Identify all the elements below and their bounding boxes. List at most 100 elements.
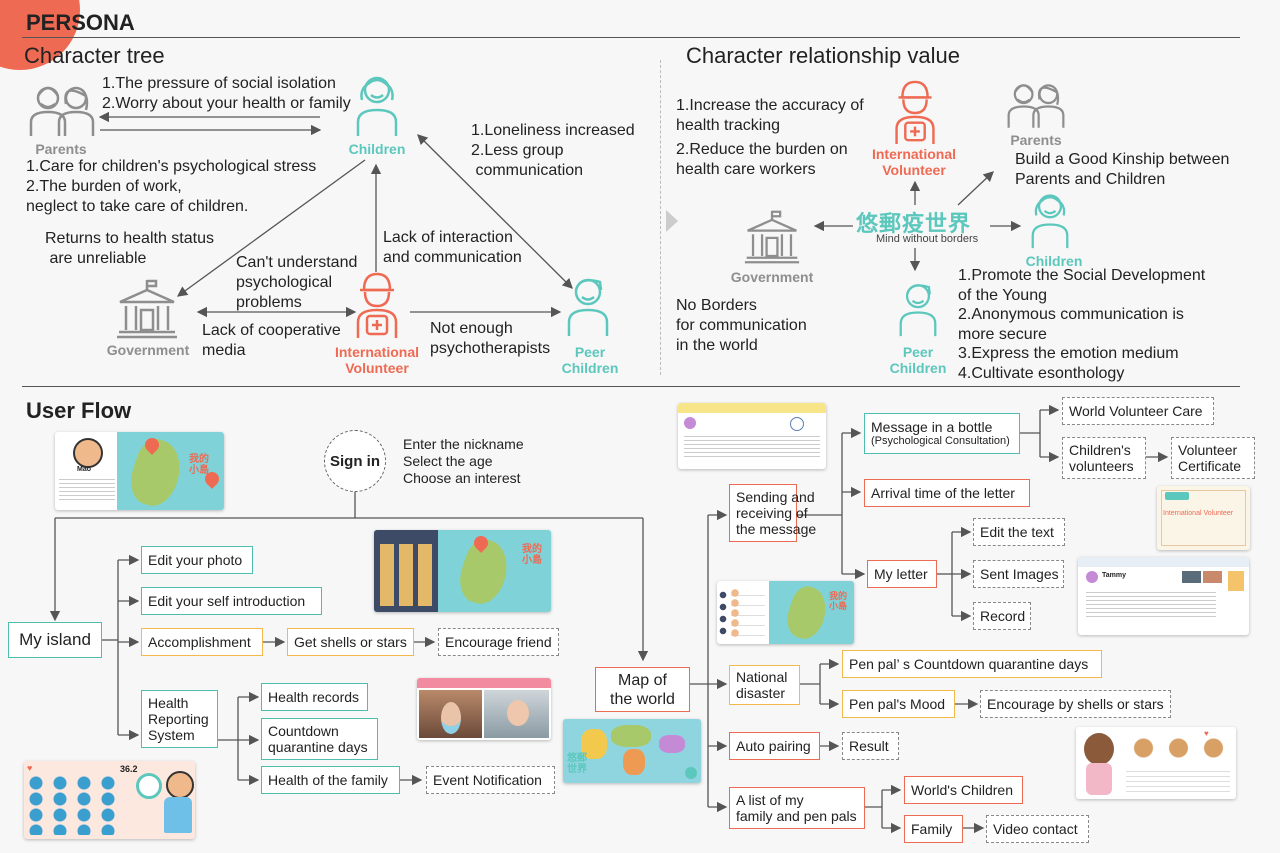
bottle-label: Message in a bottle (871, 419, 993, 435)
sent-images-box[interactable]: Sent Images (973, 560, 1064, 588)
letter-text-lines (684, 433, 820, 459)
borders-text: No Borders for communication in the worl… (676, 297, 807, 354)
countdown-box[interactable]: Countdown quarantine days (261, 718, 378, 760)
edit-intro-box[interactable]: Edit your self introduction (141, 587, 322, 615)
children-volunteers-box[interactable]: Children's volunteers (1062, 437, 1146, 479)
editor-avatar-icon (1086, 571, 1098, 583)
health-records-box[interactable]: Health records (261, 683, 368, 711)
my-letter-box[interactable]: My letter (867, 560, 937, 588)
family-box[interactable]: Family (904, 815, 963, 843)
kinship-text: Build a Good Kinship between Parents and… (1015, 151, 1230, 188)
map-land-shape (781, 582, 833, 644)
continent-shape (581, 729, 607, 759)
map-world-box[interactable]: Map of the world (595, 667, 690, 712)
letter-avatar-icon (684, 417, 696, 429)
pal-mood-box[interactable]: Pen pal's Mood (842, 690, 955, 718)
understand-text: Can't understand psychological problems (236, 254, 358, 311)
island-collection-thumbnail: 我的 小島 (374, 530, 551, 612)
health-family-box[interactable]: Health of the family (261, 766, 400, 794)
sending-box[interactable]: Sending and receiving of the message (729, 484, 816, 542)
national-box[interactable]: National disaster (729, 665, 800, 705)
bottle-box[interactable]: Message in a bottle (Psychological Consu… (864, 413, 1020, 454)
get-shells-box[interactable]: Get shells or stars (287, 628, 414, 656)
therapists-text: Not enough psychotherapists (430, 320, 551, 357)
character-tree-title: Character tree (24, 43, 165, 68)
friend-list-rows (731, 589, 765, 639)
home-icon (685, 767, 697, 779)
value-volunteer-icon (895, 80, 935, 145)
health-report-thumbnail: ♥ 36.2 (24, 761, 195, 839)
edit-text-box[interactable]: Edit the text (973, 518, 1065, 546)
list-pals-box[interactable]: A list of my family and pen pals (729, 787, 865, 829)
mood-icons (1126, 737, 1230, 759)
profile-text-lines (59, 476, 115, 502)
encourage-friend-box[interactable]: Encourage friend (438, 628, 559, 656)
care-text: 1.Care for children's psychological stre… (26, 158, 317, 215)
letter-recipient-text: Tammy (1102, 572, 1126, 579)
brand-logo: 悠郵疫世界 (856, 211, 972, 236)
pal-countdown-box[interactable]: Pen pal’ s Countdown quarantine days (842, 650, 1102, 678)
health-system-box[interactable]: Health Reporting System (141, 690, 218, 748)
girl-body (1086, 763, 1112, 795)
certificate-border (1161, 490, 1246, 546)
map-title-text: 悠郵 世界 (567, 753, 587, 775)
video-contact-box[interactable]: Video contact (986, 815, 1089, 843)
accuracy-text: 1.Increase the accuracy of health tracki… (676, 97, 864, 134)
continent-shape (659, 735, 685, 753)
world-map-thumbnail: 悠郵 世界 (563, 719, 701, 783)
value-government-icon (744, 210, 800, 264)
record-box[interactable]: Record (973, 602, 1031, 630)
value-parents-icon (1007, 84, 1065, 128)
edit-photo-box[interactable]: Edit your photo (141, 546, 253, 574)
event-notification-box[interactable]: Event Notification (426, 766, 555, 794)
avatar-icon (73, 438, 103, 468)
sidebar-dots (719, 589, 727, 639)
video-call-thumbnail (417, 678, 551, 740)
bottle-sub-label: (Psychological Consultation) (871, 435, 1010, 447)
accomplishment-box[interactable]: Accomplishment (141, 628, 263, 656)
result-box[interactable]: Result (842, 732, 899, 760)
government-icon (117, 279, 177, 339)
editor-text-lines (1086, 589, 1216, 619)
userflow-title: User Flow (26, 398, 132, 423)
stamp-icon (790, 417, 804, 431)
my-island-box[interactable]: My island (8, 622, 102, 658)
encourage-shells-box[interactable]: Encourage by shells or stars (980, 690, 1171, 718)
sign-in-label: Sign in (330, 452, 380, 470)
world-children-box[interactable]: World's Children (904, 776, 1023, 804)
value-volunteer-label: International Volunteer (871, 146, 956, 178)
continent-shape (623, 749, 645, 775)
arrival-box[interactable]: Arrival time of the letter (864, 479, 1030, 507)
returns-text: Returns to health status are unreliable (45, 230, 214, 267)
value-children-icon (1031, 194, 1069, 249)
letter-thumbnail (678, 403, 826, 469)
boy-avatar-icon (166, 771, 194, 799)
character-value-title: Character relationship value (686, 43, 960, 68)
value-peer-label: Peer Children (889, 344, 947, 376)
certificate-thumbnail: International Volunteer (1157, 486, 1250, 550)
interaction-text: Lack of interaction and communication (383, 229, 522, 266)
mood-text-lines (1126, 767, 1230, 793)
auto-pairing-box[interactable]: Auto pairing (729, 732, 820, 760)
editor-image-strip (1182, 571, 1222, 583)
mood-thumbnail: ♥ (1076, 727, 1236, 799)
mask-face-icon (441, 702, 461, 734)
heart-icon: ♥ (1204, 729, 1209, 738)
editor-stamp-icon (1228, 571, 1244, 591)
temperature-text: 36.2 (120, 764, 138, 774)
persona-title: PERSONA (26, 10, 135, 35)
brand-tagline: Mind without borders (876, 233, 979, 245)
burden-text: 2.Reduce the burden on health care worke… (676, 141, 848, 178)
parents-icon (29, 86, 95, 136)
isolation-text: 1.The pressure of social isolation 2.Wor… (102, 75, 351, 112)
volunteer-label: International Volunteer (334, 344, 419, 376)
profile-name-text: Mao (77, 466, 91, 473)
value-peer-icon (899, 284, 937, 337)
userflow-divider (22, 386, 1240, 387)
editor-toolbar (1078, 557, 1249, 567)
world-volunteer-box[interactable]: World Volunteer Care (1062, 397, 1214, 425)
volunteer-cert-box[interactable]: Volunteer Certificate (1171, 437, 1255, 479)
volunteer-icon (356, 272, 398, 338)
letter-editor-thumbnail: Tammy (1078, 557, 1249, 635)
